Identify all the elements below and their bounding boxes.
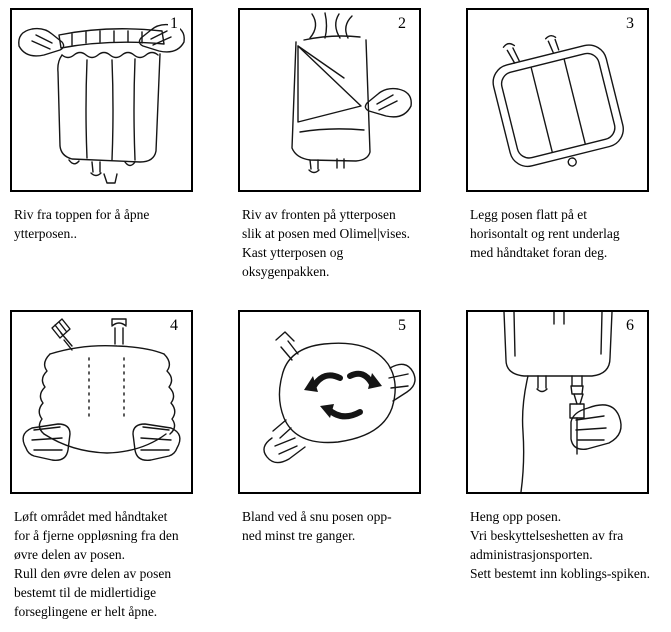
step-caption: Bland ved å snu posen opp- ned minst tre… [242, 509, 392, 543]
step-3-frame: 3 [466, 8, 649, 192]
step-number: 1 [168, 15, 180, 33]
pulling-hand-icon [364, 87, 412, 118]
bag-ports-drawing [502, 35, 560, 64]
step-caption: Riv fra toppen for å åpne ytterposen.. [14, 207, 150, 241]
step-1-illustration [18, 23, 185, 184]
step-5-illustration [263, 331, 416, 464]
step-panel-5: 5 Bland ved å snu posen opp- ned minst t… [238, 310, 421, 621]
step-caption: Heng opp posen. Vri beskyttelseshetten a… [470, 509, 650, 581]
flat-bag-drawing [492, 44, 624, 168]
mixing-arrows-icon [304, 370, 382, 420]
step-caption: Legg posen flatt på et horisontalt og re… [470, 207, 620, 260]
step-2-illustration [291, 12, 412, 174]
left-hand-icon [263, 437, 306, 464]
torn-top-strip-drawing [58, 28, 165, 49]
outer-pouch-drawing [291, 39, 371, 174]
step-5-frame: 5 [238, 310, 421, 494]
step-4-illustration [22, 318, 181, 461]
step-4-frame: 4 [10, 310, 193, 494]
step-1-frame: 1 [10, 8, 193, 192]
bag-ports-drawing [51, 318, 127, 351]
gripping-hand-icon [570, 404, 622, 450]
step-number: 4 [168, 317, 180, 335]
step-number: 2 [396, 15, 408, 33]
step-panel-4: 4 Løft området med håndtaket for å fjern… [10, 310, 193, 621]
left-hand-icon [18, 27, 65, 57]
gathered-pouch-top-drawing [303, 12, 361, 41]
step-panel-6: 6 Heng opp posen. Vri beskyttelseshetten… [466, 310, 650, 621]
step-number: 3 [624, 15, 636, 33]
pillow-bag-drawing [272, 331, 396, 444]
peeled-front-flap-drawing [297, 45, 362, 123]
step-panel-3: 3 Legg posen flatt på et horisontalt og … [466, 8, 649, 306]
step-number: 5 [396, 317, 408, 335]
outer-pouch-drawing [57, 51, 161, 184]
right-hand-icon [132, 423, 181, 461]
step-caption: Riv av fronten på ytterposen slik at pos… [242, 207, 411, 279]
left-hand-icon [22, 423, 71, 461]
step-2-frame: 2 [238, 8, 421, 192]
step-panel-1: 1 Riv fra toppen for å åpne ytterposen.. [10, 8, 193, 306]
hanging-bag-drawing [503, 312, 613, 492]
step-panel-2: 2 Riv av fronten på ytterposen slik at p… [238, 8, 421, 306]
right-hand-icon [388, 363, 416, 402]
step-6-frame: 6 [466, 310, 649, 494]
step-number: 6 [624, 317, 636, 335]
ruffled-bag-drawing [38, 345, 176, 454]
step-caption: Løft området med håndtaket for å fjerne … [14, 509, 179, 619]
step-3-illustration [492, 35, 624, 168]
step-6-illustration [503, 312, 622, 492]
